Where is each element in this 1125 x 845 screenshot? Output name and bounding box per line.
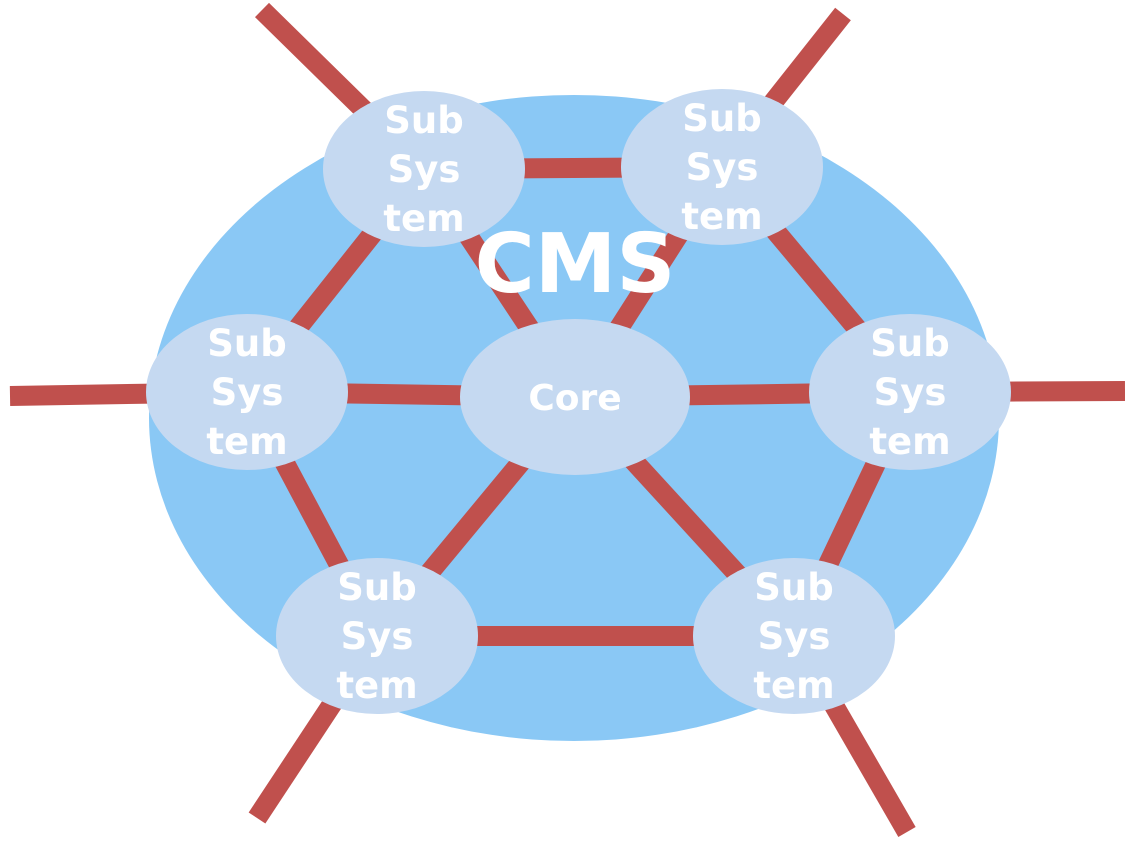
cms-title: CMS <box>475 217 676 312</box>
connector-subsystem-right-to-subsystem-bottom-right <box>816 453 888 575</box>
connector-core-to-subsystem-bottom-right <box>622 450 749 585</box>
connector-core-to-subsystem-top-left <box>457 226 541 339</box>
connector-core-to-subsystem-bottom-left <box>418 452 532 583</box>
subsystem-bottom-right-label-line-2: Sys <box>758 615 831 658</box>
subsystem-bottom-right-ellipse <box>693 558 895 714</box>
subsystem-bottom-left-ellipse <box>276 558 478 714</box>
subsystem-bottom-left-label-line-1: Sub <box>337 566 416 609</box>
subsystem-top-right-label-line-1: Sub <box>682 97 761 140</box>
subsystem-right-label-line-2: Sys <box>874 371 947 414</box>
subsystem-top-right-ellipse <box>621 89 823 245</box>
subsystem-top-left-label-line-2: Sys <box>388 148 461 191</box>
connector-subsystem-left-to-subsystem-top-left <box>286 222 385 339</box>
subsystem-top-right-label-line-3: tem <box>681 195 762 238</box>
subsystem-top-right-label-line-2: Sys <box>686 146 759 189</box>
connector-subsystem-bottom-left-to-subsystem-left <box>272 452 352 576</box>
node-layer: SubSystemSubSystemSubSystemSubSystemSubS… <box>146 89 1011 714</box>
external-link-subsystem-left <box>9 383 153 406</box>
subsystem-right-label-line-3: tem <box>869 420 950 463</box>
subsystem-top-left-label-line-3: tem <box>383 197 464 240</box>
external-link-subsystem-bottom-left <box>248 694 343 824</box>
subsystem-right-label-line-1: Sub <box>870 322 949 365</box>
subsystem-left-label-line-2: Sys <box>211 371 284 414</box>
core-ellipse <box>460 319 690 475</box>
subsystem-bottom-left-label-line-2: Sys <box>341 615 414 658</box>
external-link-subsystem-bottom-right <box>823 697 916 837</box>
core-label: Core <box>528 378 621 419</box>
connector-subsystem-top-left-to-subsystem-top-right <box>516 157 630 179</box>
connector-layer <box>9 2 1125 837</box>
core-node: Core <box>460 319 690 475</box>
connector-core-to-subsystem-right <box>681 383 818 406</box>
external-link-subsystem-top-left <box>254 2 373 120</box>
subsystem-top-left-label-line-1: Sub <box>384 99 463 142</box>
subsystem-left-label-line-1: Sub <box>207 322 286 365</box>
external-link-subsystem-top-right <box>763 7 851 112</box>
external-link-subsystem-right <box>1004 381 1125 402</box>
subsystem-top-left-ellipse <box>323 91 525 247</box>
subsystem-right-ellipse <box>809 314 1011 470</box>
subsystem-left-label-line-3: tem <box>206 420 287 463</box>
connector-subsystem-top-right-to-subsystem-right <box>763 219 869 340</box>
subsystem-bottom-left-label-line-3: tem <box>336 664 417 707</box>
subsystem-left-ellipse <box>146 314 348 470</box>
subsystem-bottom-right-label-line-1: Sub <box>754 566 833 609</box>
connector-core-to-subsystem-top-right <box>607 224 691 338</box>
subsystem-bottom-right-label-line-3: tem <box>753 664 834 707</box>
connector-core-to-subsystem-left <box>339 383 469 406</box>
